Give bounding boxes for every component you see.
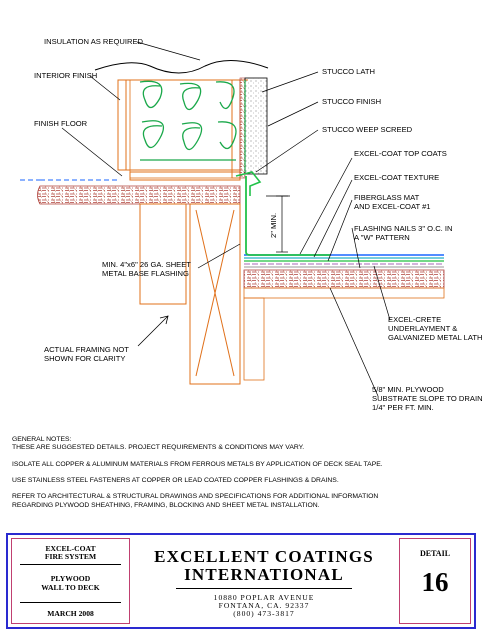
callout-texture: EXCEL-COAT TEXTURE: [354, 173, 439, 182]
divider: [176, 588, 352, 589]
callout-nails-2: A "W" PATTERN: [354, 233, 410, 242]
min-height-dimension: [266, 195, 290, 253]
section-drawing: 2" MIN. INSULATION AS REQUIRED INTERIOR …: [20, 37, 483, 412]
callout-framing-1: ACTUAL FRAMING NOT: [44, 345, 129, 354]
callout-plywood-2: SUBSTRATE SLOPE TO DRAIN: [372, 394, 483, 403]
stucco-finish-layer: [244, 77, 268, 175]
callout-base-flashing-2: METAL BASE FLASHING: [102, 269, 189, 278]
callout-base-flashing-1: MIN. 4"x6" 26 GA. SHEET: [102, 260, 191, 269]
company-name-2: INTERNATIONAL: [184, 565, 344, 584]
detail-number-cell: DETAIL 16: [399, 538, 471, 624]
general-notes: GENERAL NOTES: THESE ARE SUGGESTED DETAI…: [12, 436, 472, 510]
company-address-2: FONTANA, CA. 92337: [218, 601, 310, 610]
system-name-1: EXCEL-COAT: [45, 544, 96, 553]
callout-underlayment-1: EXCEL-CRETE: [388, 315, 441, 324]
note-2: ISOLATE ALL COPPER & ALUMINUM MATERIALS …: [12, 460, 383, 468]
weep-screed: [235, 171, 262, 196]
callout-underlayment-2: UNDERLAYMENT &: [388, 324, 457, 333]
wall-sheathing: [239, 77, 246, 179]
note-3: USE STAINLESS STEEL FASTENERS AT COPPER …: [12, 476, 339, 484]
callout-insulation: INSULATION AS REQUIRED: [44, 37, 144, 46]
callout-finish-floor: FINISH FLOOR: [34, 119, 88, 128]
break-line: [94, 59, 269, 74]
callout-fiberglass-1: FIBERGLASS MAT: [354, 193, 420, 202]
system-cell: EXCEL-COAT FIRE SYSTEM PLYWOOD WALL TO D…: [11, 538, 130, 624]
callout-plywood-1: 5/8" MIN. PLYWOOD: [372, 385, 444, 394]
callout-interior-finish: INTERIOR FINISH: [34, 71, 97, 80]
divider: [20, 564, 121, 565]
notes-heading: GENERAL NOTES:: [12, 436, 72, 443]
company-address-1: 10880 POPLAR AVENUE: [213, 593, 315, 602]
min-height-label: 2" MIN.: [269, 213, 278, 238]
company-name-1: EXCELLENT COATINGS: [154, 547, 374, 566]
system-name-2: FIRE SYSTEM: [44, 552, 97, 561]
deck-coating-layers: [244, 254, 444, 268]
callout-nails-1: FLASHING NAILS 3" O.C. IN: [354, 224, 453, 233]
insulation-batt: [139, 80, 237, 161]
callout-framing-2: SHOWN FOR CLARITY: [44, 354, 125, 363]
callout-top-coats: EXCEL-COAT TOP COATS: [354, 149, 447, 158]
callout-stucco-finish: STUCCO FINISH: [322, 97, 381, 106]
note-4b: REGARDING PLYWOOD SHEATHING, FRAMING, BL…: [12, 501, 320, 509]
base-flashing: [245, 176, 330, 256]
deck-plywood: [243, 269, 445, 381]
note-4a: REFER TO ARCHITECTURAL & STRUCTURAL DRAW…: [12, 493, 379, 501]
callout-stucco-lath: STUCCO LATH: [322, 67, 375, 76]
detail-title-2: WALL TO DECK: [41, 583, 100, 592]
callout-fiberglass-2: AND EXCEL-COAT #1: [354, 202, 431, 211]
company-cell: EXCELLENT COATINGS INTERNATIONAL 10880 P…: [136, 538, 392, 624]
detail-number: 16: [421, 567, 449, 597]
leader-lines: [61, 41, 391, 397]
rim-framing: [139, 203, 241, 385]
note-1: THESE ARE SUGGESTED DETAILS. PROJECT REQ…: [12, 444, 305, 452]
floor-sheathing: [20, 179, 241, 205]
company-phone: (800) 473-3817: [233, 609, 295, 618]
detail-title-1: PLYWOOD: [50, 574, 91, 583]
detail-date: MARCH 2008: [47, 609, 94, 618]
callout-plywood-3: 1/4" PER FT. MIN.: [372, 403, 434, 412]
callout-underlayment-3: GALVANIZED METAL LATH: [388, 333, 483, 342]
framing-note-arrow: [137, 315, 169, 347]
callout-weep-screed: STUCCO WEEP SCREED: [322, 125, 413, 134]
divider: [20, 602, 121, 603]
detail-label: DETAIL: [419, 549, 451, 558]
title-block: EXCEL-COAT FIRE SYSTEM PLYWOOD WALL TO D…: [6, 533, 476, 629]
